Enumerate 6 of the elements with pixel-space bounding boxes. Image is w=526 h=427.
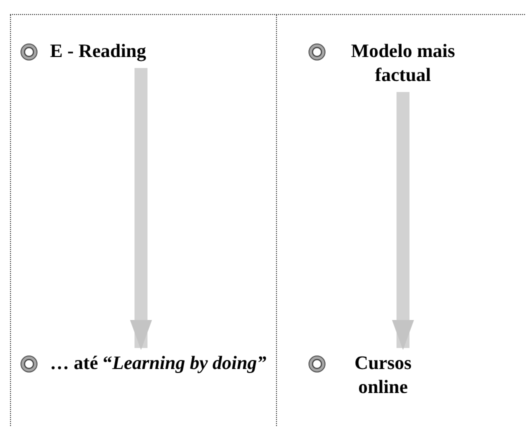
arrow — [392, 92, 414, 350]
node-text: Cursos online — [353, 352, 412, 400]
node-text: E - Reading — [50, 40, 148, 64]
node-text: … até “Learning by doing” — [50, 352, 268, 376]
node-text: Modelo mais factual — [350, 40, 456, 88]
arrow — [130, 68, 152, 350]
